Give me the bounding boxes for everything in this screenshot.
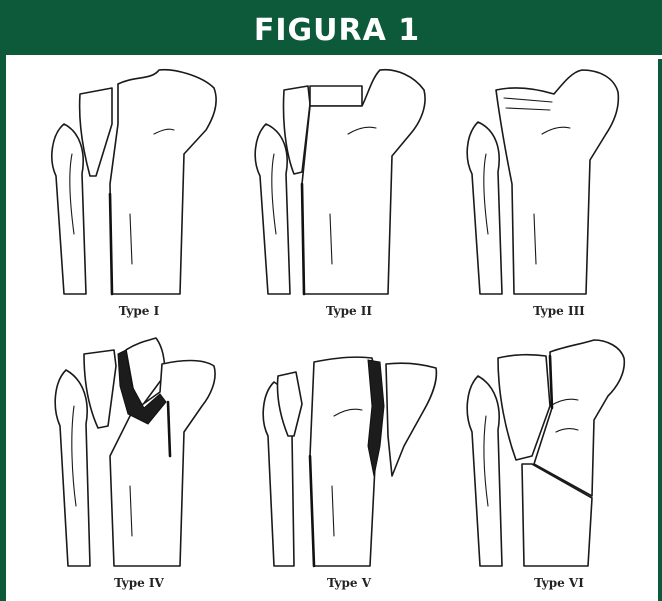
panel-type-1: Type I: [34, 64, 244, 329]
bone-illustration-type-2: [244, 64, 454, 304]
panel-label: Type II: [244, 304, 454, 318]
panel-type-4: Type IV: [34, 336, 244, 601]
panel-label: Type I: [34, 304, 244, 318]
figure-header: FIGURA 1: [6, 0, 662, 59]
panel-label: Type V: [244, 576, 454, 590]
panel-type-3: Type III: [454, 64, 662, 329]
bone-illustration-type-6: [454, 336, 662, 576]
panel-label: Type VI: [454, 576, 662, 590]
bone-illustration-type-5: [244, 336, 454, 576]
bone-illustration-type-3: [454, 64, 662, 304]
panel-label: Type III: [454, 304, 662, 318]
panel-type-6: Type VI: [454, 336, 662, 601]
panel-type-2: Type II: [244, 64, 454, 329]
panel-type-5: Type V: [244, 336, 454, 601]
bone-illustration-type-1: [34, 64, 244, 304]
bone-illustration-type-4: [34, 336, 244, 576]
panel-label: Type IV: [34, 576, 244, 590]
figure-title: FIGURA 1: [254, 16, 420, 46]
